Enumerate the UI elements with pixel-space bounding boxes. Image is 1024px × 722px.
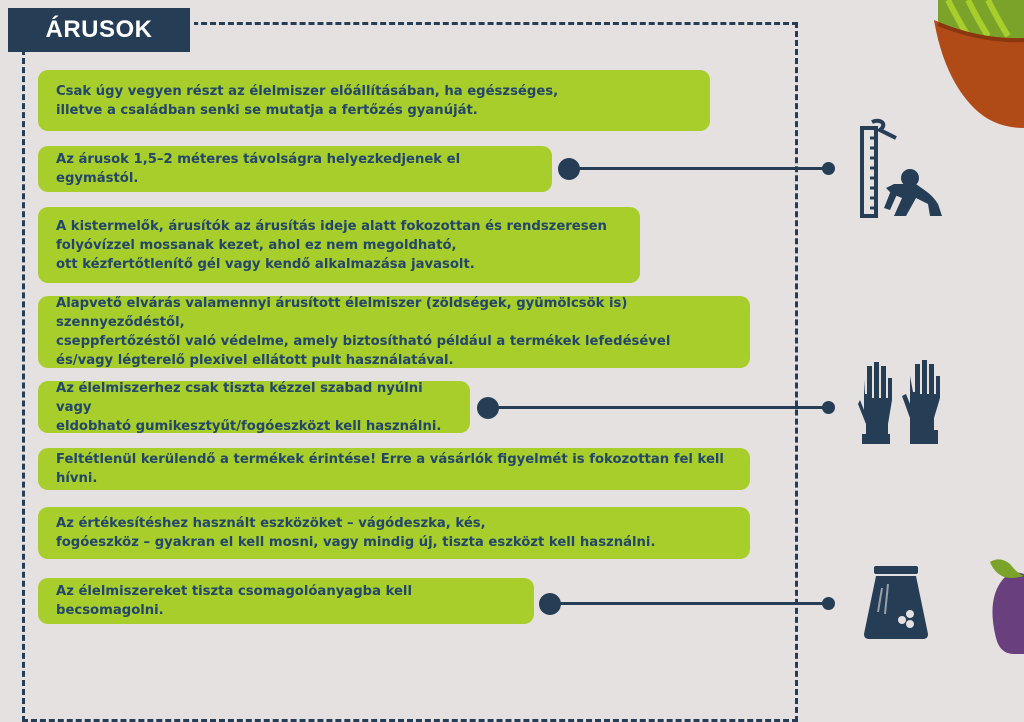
connector-dot-start	[539, 593, 561, 615]
distance-measure-icon	[860, 118, 942, 218]
connector-line	[556, 602, 830, 605]
info-card-health: Csak úgy vegyen részt az élelmiszer előá…	[38, 70, 710, 131]
connector-dot-end	[822, 597, 835, 610]
info-card-distance: Az árusok 1,5–2 méteres távolságra helye…	[38, 146, 552, 192]
connector-dot-end	[822, 401, 835, 414]
info-card-packaging: Az élelmiszereket tiszta csomagolóanyagb…	[38, 578, 534, 624]
gloves-icon	[858, 360, 940, 444]
connector-line	[494, 406, 830, 409]
info-card-touch: Feltétlenül kerülendő a termékek érintés…	[38, 448, 750, 490]
vegetable-basket-icon	[934, 0, 1024, 128]
eggplant-icon	[990, 559, 1024, 654]
connector-dot-start	[477, 397, 499, 419]
info-card-handwash: A kistermelők, árusítók az árusítás idej…	[38, 207, 640, 283]
section-title: ÁRUSOK	[8, 8, 190, 52]
packaging-bag-icon	[864, 566, 928, 639]
info-card-protection: Alapvető elvárás valamennyi árusított él…	[38, 296, 750, 368]
connector-dot-start	[558, 158, 580, 180]
connector-line	[575, 167, 830, 170]
info-card-gloves: Az élelmiszerhez csak tiszta kézzel szab…	[38, 381, 470, 434]
connector-dot-end	[822, 162, 835, 175]
info-card-tools: Az értékesítéshez használt eszközöket – …	[38, 507, 750, 559]
